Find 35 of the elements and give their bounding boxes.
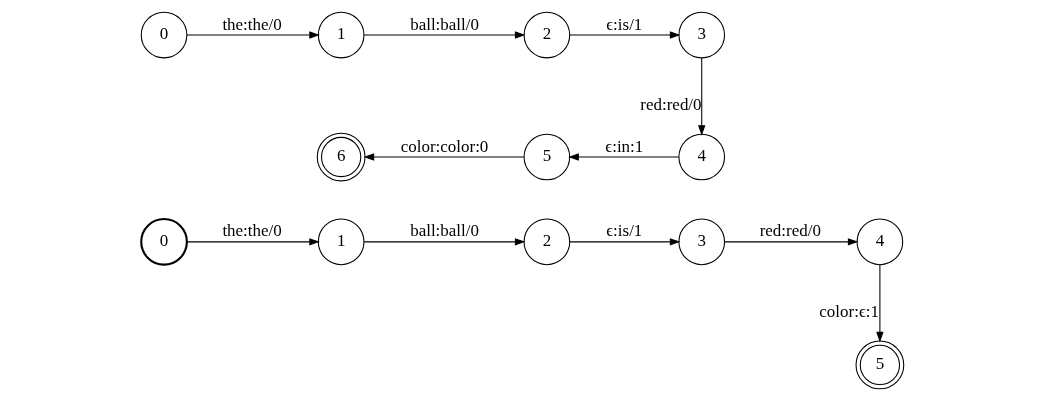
node-circle: 0 xyxy=(139,218,188,266)
arrow xyxy=(697,57,705,136)
edge-label: red:red/0 xyxy=(639,95,702,115)
arrow xyxy=(362,31,525,39)
node-circle: 2 xyxy=(523,218,570,266)
edge-label: ϵ:is/1 xyxy=(605,14,642,34)
edge-label: the:the/0 xyxy=(221,221,282,241)
arrow xyxy=(185,238,320,246)
node-circle: 3 xyxy=(677,218,725,266)
node-circle: 5 xyxy=(855,340,904,390)
arrow xyxy=(363,153,524,161)
edge-label: red:red/0 xyxy=(759,221,821,241)
arrow xyxy=(568,238,680,246)
node-circle: 0 xyxy=(140,11,187,59)
node-circle: 1 xyxy=(317,11,364,59)
arrow xyxy=(362,238,525,246)
arrow xyxy=(723,238,858,246)
node-circle: 6 xyxy=(316,132,366,182)
node-circle: 4 xyxy=(677,133,725,181)
edge-label: the:the/0 xyxy=(221,14,282,34)
edge-label: ϵ:is/1 xyxy=(605,221,642,241)
node-circle: 5 xyxy=(523,133,570,181)
edge-label: ϵ:in:1 xyxy=(604,136,643,156)
edge-label: ball:ball/0 xyxy=(409,221,479,241)
node-circle: 4 xyxy=(856,218,903,266)
node-circle: 1 xyxy=(317,218,364,266)
arrow xyxy=(567,153,679,161)
arrow xyxy=(568,31,680,39)
node-circle: 2 xyxy=(523,11,570,59)
edge-label: color:ϵ:1 xyxy=(818,301,879,321)
edge-label: ball:ball/0 xyxy=(409,14,479,34)
node-circle: 3 xyxy=(677,11,725,59)
arrow xyxy=(875,264,884,343)
edge-label: color:color:0 xyxy=(400,136,488,156)
arrow xyxy=(185,31,320,39)
